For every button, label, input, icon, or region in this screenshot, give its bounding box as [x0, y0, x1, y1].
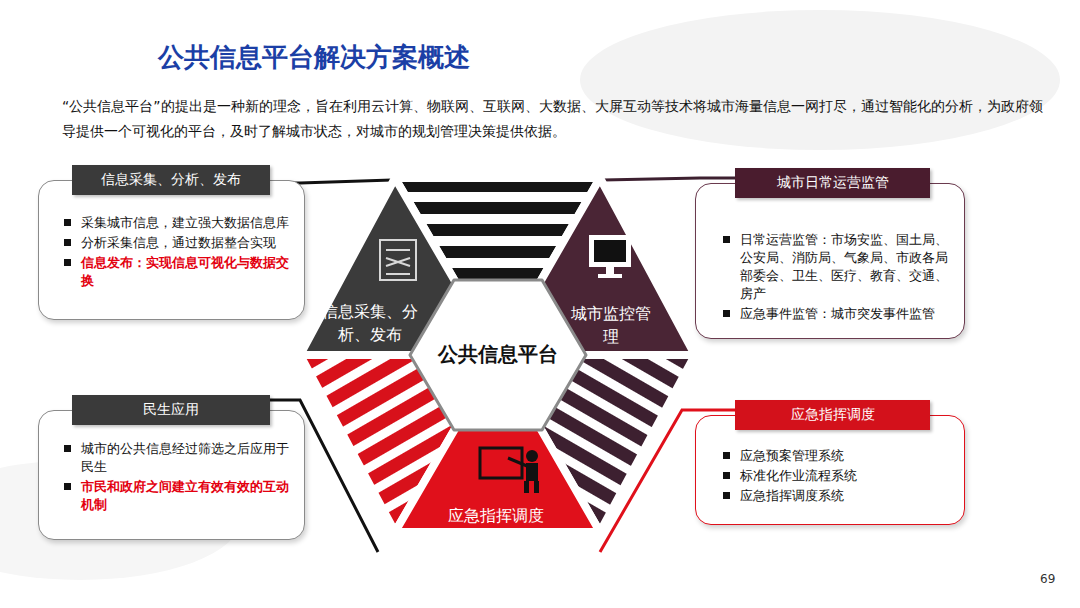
slide-title: 公共信息平台解决方案概述	[158, 40, 470, 75]
callout-header: 信息采集、分析、发布	[72, 165, 270, 195]
callout-heading: 应急指挥调度	[791, 406, 875, 424]
bullet-text: 分析采集信息，通过数据整合实现	[81, 234, 296, 252]
callout-header: 城市日常运营监管	[735, 168, 930, 198]
bullet-marker	[64, 259, 71, 266]
shape-label: 公共信息平台	[430, 340, 566, 369]
bullet-item: 应急事件监管：城市突发事件监管	[723, 305, 953, 323]
bullet-marker	[64, 219, 71, 226]
monitor-icon	[590, 236, 630, 278]
bullet-list: 城市的公共信息经过筛选之后应用于民生市民和政府之间建立有效有效的互动机制	[64, 440, 299, 516]
callout-header: 民生应用	[72, 395, 270, 425]
shape-polygon	[410, 280, 586, 430]
bullet-item: 市民和政府之间建立有效有效的互动机制	[64, 478, 299, 514]
center-hexagon: 公共信息平台	[410, 280, 586, 430]
bullet-text: 日常运营监管：市场安监、国土局、公安局、消防局、气象局、市政各局部委会、卫生、医…	[740, 231, 950, 303]
bullet-marker	[723, 472, 730, 479]
bullet-text: 市民和政府之间建立有效有效的互动机制	[81, 478, 296, 514]
bullet-item: 应急指挥调度系统	[723, 487, 943, 505]
bullet-text: 标准化作业流程系统	[740, 467, 940, 485]
callout-box: 应急指挥调度应急预案管理系统标准化作业流程系统应急指挥调度系统	[695, 400, 965, 525]
shape-label: 城市监控管理	[566, 302, 656, 348]
callout-header: 应急指挥调度	[735, 400, 930, 430]
bullet-item: 城市的公共信息经过筛选之后应用于民生	[64, 440, 299, 476]
bullet-text: 采集城市信息，建立强大数据信息库	[81, 214, 296, 232]
page-number: 69	[1040, 572, 1055, 586]
callout-heading: 城市日常运营监管	[777, 174, 889, 192]
callout-box: 信息采集、分析、发布采集城市信息，建立强大数据信息库分析采集信息，通过数据整合实…	[38, 165, 305, 320]
bullet-marker	[64, 483, 71, 490]
bullet-item: 日常运营监管：市场安监、国土局、公安局、消防局、气象局、市政各局部委会、卫生、医…	[723, 231, 953, 303]
bullet-marker	[723, 310, 730, 317]
document-icon	[380, 240, 416, 280]
presentation-icon	[480, 448, 539, 493]
intro-paragraph: “公共信息平台”的提出是一种新的理念，旨在利用云计算、物联网、互联网、大数据、大…	[62, 94, 1047, 144]
bullet-text: 应急指挥调度系统	[740, 487, 940, 505]
bullet-item: 采集城市信息，建立强大数据信息库	[64, 214, 299, 232]
bullet-text: 城市的公共信息经过筛选之后应用于民生	[81, 440, 296, 476]
bullet-list: 日常运营监管：市场安监、国土局、公安局、消防局、气象局、市政各局部委会、卫生、医…	[723, 231, 953, 325]
callout-box: 民生应用城市的公共信息经过筛选之后应用于民生市民和政府之间建立有效有效的互动机制	[38, 395, 305, 540]
bullet-item: 标准化作业流程系统	[723, 467, 943, 485]
leader-line	[603, 178, 735, 180]
bullet-marker	[723, 236, 730, 243]
bullet-marker	[723, 452, 730, 459]
callout-frame	[38, 410, 305, 540]
bullet-text: 信息发布：实现信息可视化与数据交换	[81, 254, 296, 290]
shape-label: 应急指挥调度	[440, 504, 552, 527]
callout-heading: 信息采集、分析、发布	[101, 171, 241, 189]
bullet-marker	[64, 445, 71, 452]
bullet-list: 应急预案管理系统标准化作业流程系统应急指挥调度系统	[723, 447, 943, 507]
bullet-item: 信息发布：实现信息可视化与数据交换	[64, 254, 299, 290]
bullet-marker	[64, 239, 71, 246]
bullet-item: 应急预案管理系统	[723, 447, 943, 465]
bullet-text: 应急预案管理系统	[740, 447, 940, 465]
bullet-item: 分析采集信息，通过数据整合实现	[64, 234, 299, 252]
bullet-text: 应急事件监管：城市突发事件监管	[740, 305, 950, 323]
bullet-list: 采集城市信息，建立强大数据信息库分析采集信息，通过数据整合实现信息发布：实现信息…	[64, 214, 299, 292]
callout-box: 城市日常运营监管日常运营监管：市场安监、国土局、公安局、消防局、气象局、市政各局…	[695, 168, 965, 339]
callout-heading: 民生应用	[143, 401, 199, 419]
shape-label: 信息采集、分析、发布	[322, 300, 418, 346]
bullet-marker	[723, 492, 730, 499]
